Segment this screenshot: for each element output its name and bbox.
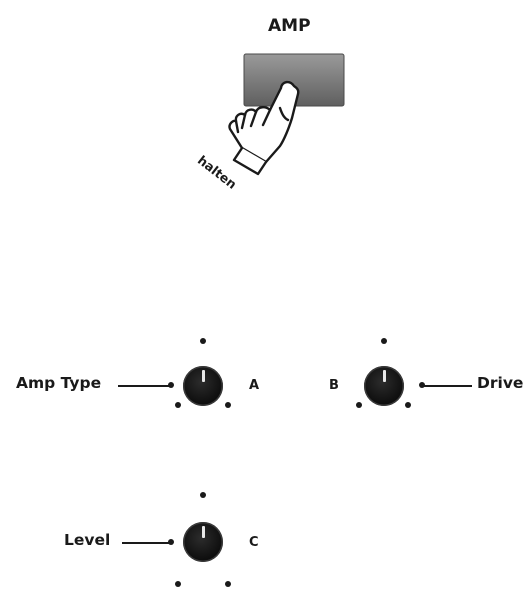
knob-label-drive: Drive	[477, 374, 524, 392]
knob-marker-right	[405, 402, 411, 408]
knob-indicator	[382, 370, 386, 382]
knob-marker-left	[175, 581, 181, 587]
drive-knob[interactable]	[364, 366, 404, 406]
knob-marker-top	[381, 338, 387, 344]
knob-marker-top	[200, 492, 206, 498]
level-knob[interactable]	[183, 522, 223, 562]
knob-marker-left	[356, 402, 362, 408]
knob-letter-c: C	[249, 535, 259, 550]
amp-button-figure	[228, 53, 345, 176]
knob-pointer-line	[422, 385, 472, 387]
knob-label-level: Level	[64, 531, 111, 549]
knob-letter-a: A	[249, 378, 260, 393]
knob-indicator	[201, 526, 205, 538]
knob-pointer-dot	[168, 539, 174, 545]
amp-type-knob[interactable]	[183, 366, 223, 406]
pressing-hand-icon	[228, 80, 300, 176]
knob-pointer-line	[122, 542, 170, 544]
knob-marker-top	[200, 338, 206, 344]
knob-pointer-line	[118, 385, 170, 387]
knob-label-amp-type: Amp Type	[16, 374, 102, 392]
knob-indicator	[201, 370, 205, 382]
knob-marker-right	[225, 402, 231, 408]
knob-marker-left	[175, 402, 181, 408]
amp-title: AMP	[268, 16, 311, 36]
knob-letter-b: B	[329, 378, 339, 393]
knob-marker-right	[225, 581, 231, 587]
knob-pointer-dot	[168, 382, 174, 388]
